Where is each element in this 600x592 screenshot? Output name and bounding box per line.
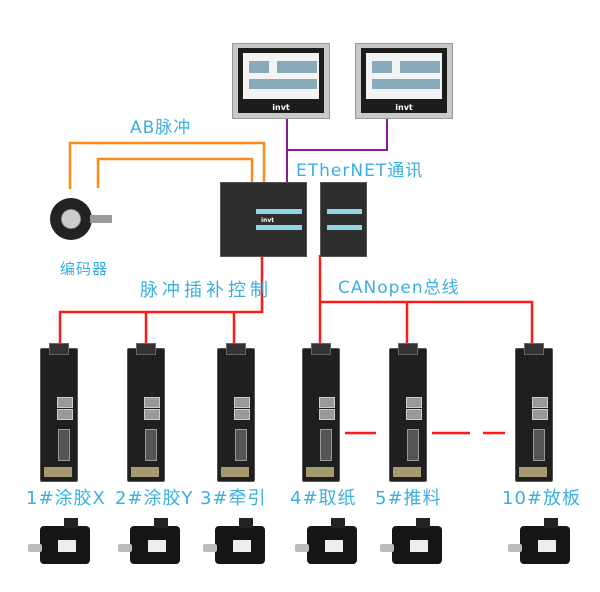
encoder-label: 编码器 [60,260,109,278]
servo-motor [380,518,444,566]
plc-expansion-module [320,182,367,257]
axis-label: 1#涂胶X [26,488,106,509]
axis-label: 5#推料 [375,488,442,509]
servo-motor [295,518,359,566]
axis-label: 3#牵引 [200,488,267,509]
servo-motor [508,518,572,566]
servo-drive [302,343,340,482]
servo-drive [127,343,165,482]
plc-controller: invt [220,182,307,257]
axis-label: 4#取纸 [290,488,357,509]
ethernet-label: ETherNET通讯 [296,161,424,181]
ethernet-lines [286,117,388,183]
axis-label: 10#放板 [502,488,581,509]
brand-logo: invt [395,103,413,112]
hmi-panel-2: invt [355,43,453,119]
hmi-panel-1: invt [232,43,330,119]
servo-drive [217,343,255,482]
servo-motor [118,518,182,566]
pulse-lines [58,255,534,435]
servo-motor [28,518,92,566]
servo-drive [515,343,553,482]
axis-label: 2#涂胶Y [115,488,194,509]
ab-pulse-lines [68,141,266,189]
servo-drive [40,343,78,482]
brand-logo: invt [272,103,290,112]
servo-motor [203,518,267,566]
pulse-interp-label: 脉冲插补控制 [140,280,272,301]
brand-logo: invt [261,217,275,224]
servo-drive [389,343,427,482]
canopen-label: CANopen总线 [338,278,460,298]
ab-pulse-label: AB脉冲 [130,118,192,138]
encoder [50,198,115,240]
